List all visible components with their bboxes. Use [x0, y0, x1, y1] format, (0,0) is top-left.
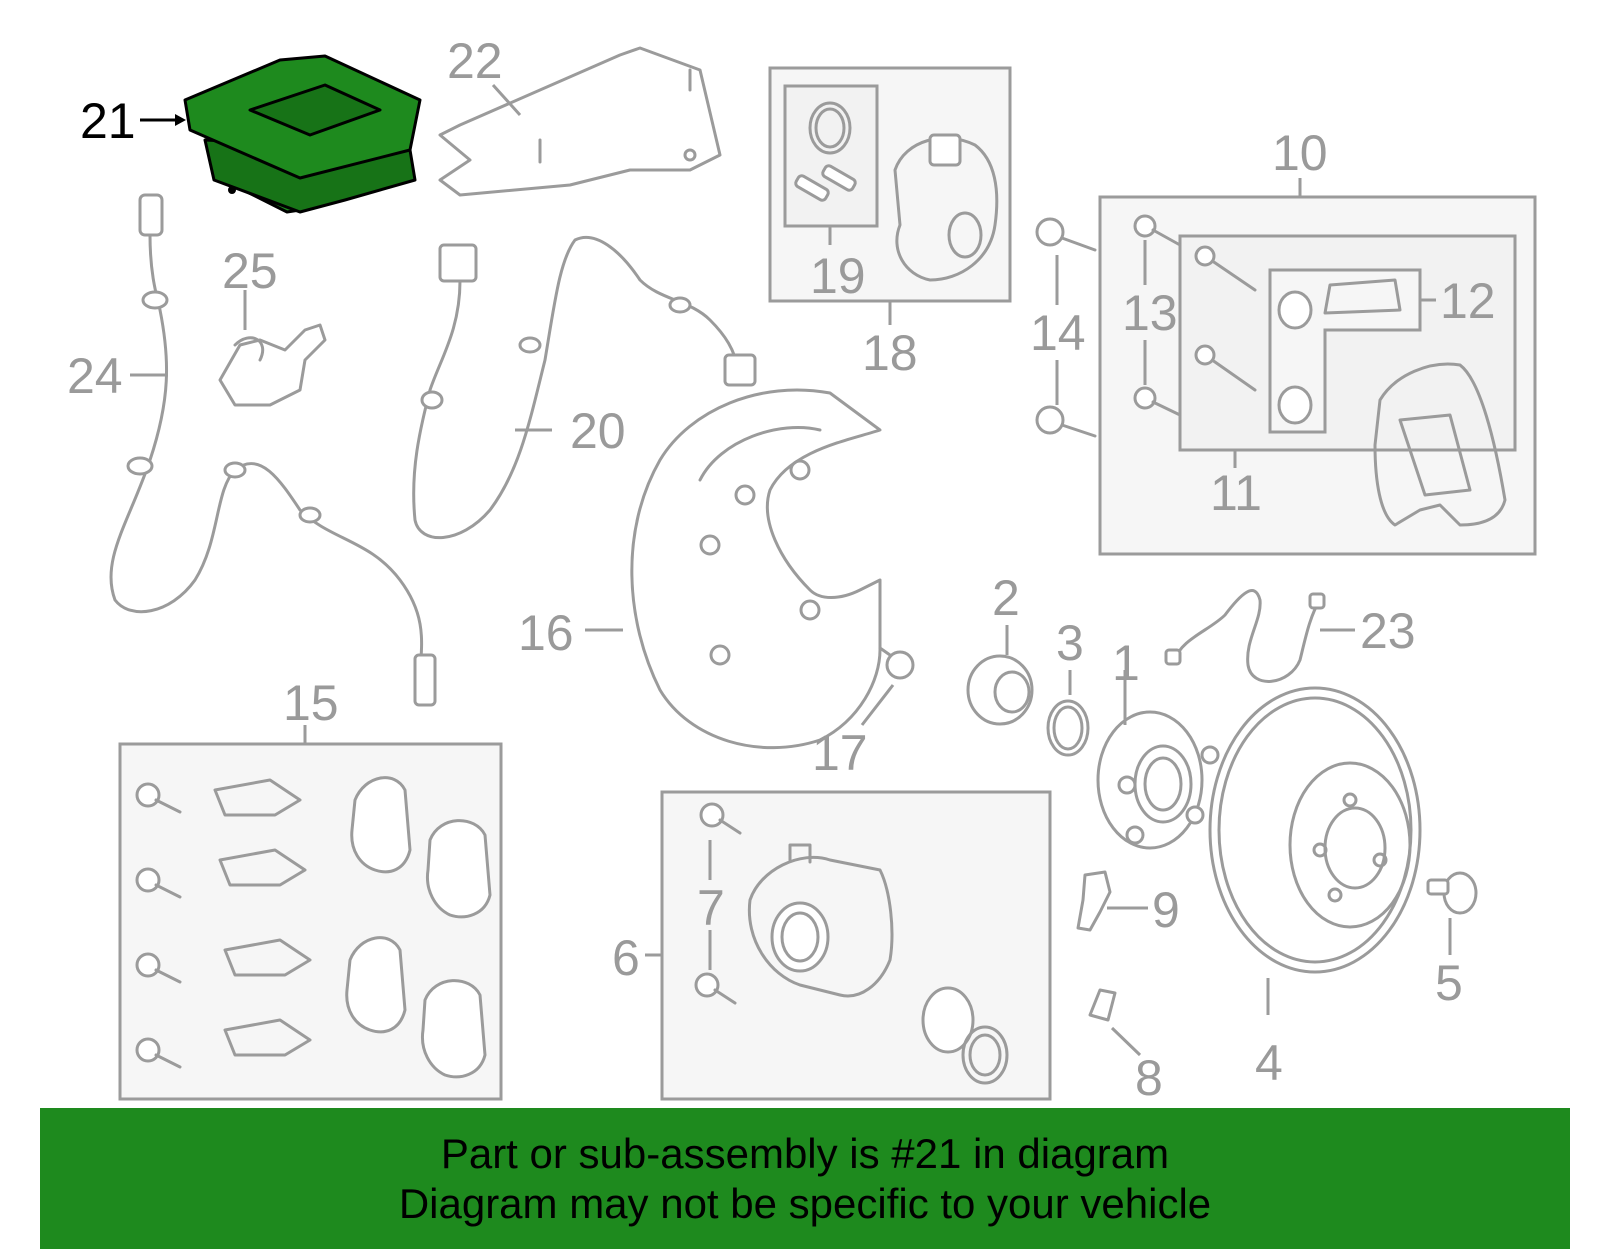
part-22-bracket[interactable]	[438, 46, 722, 197]
part-8-clip[interactable]	[1088, 988, 1117, 1022]
exploded-parts-diagram: 21 22 25 24 20 19 18 10 12 13 14 11 16 1…	[67, 33, 1537, 1106]
callout-21: 21	[80, 93, 136, 149]
part-4-brake-rotor[interactable]	[1208, 686, 1422, 974]
callout-14: 14	[1030, 305, 1086, 361]
part-10-caliper-bracket[interactable]	[1373, 362, 1507, 527]
callout-16: 16	[518, 605, 574, 661]
callout-23: 23	[1360, 603, 1416, 659]
part-21-control-module[interactable]	[183, 54, 422, 214]
leader-22	[491, 83, 522, 117]
callout-12: 12	[1440, 273, 1496, 329]
callout-19: 19	[810, 248, 866, 304]
callout-1: 1	[1112, 635, 1140, 691]
callout-11: 11	[1210, 465, 1262, 521]
part-19-seal-kit[interactable]	[794, 101, 857, 202]
callout-22: 22	[447, 33, 503, 89]
callout-4: 4	[1255, 1035, 1283, 1091]
part-13-bolts[interactable]	[1133, 214, 1182, 417]
banner-line-part-info: Part or sub-assembly is #21 in diagram	[440, 1129, 1170, 1177]
leader-17	[860, 684, 895, 726]
part-15-brake-pad-kit[interactable]	[135, 776, 492, 1079]
part-18-caliper-actuator[interactable]	[893, 133, 999, 282]
part-6-brake-caliper[interactable]	[747, 843, 1009, 1085]
callout-8: 8	[1135, 1050, 1163, 1106]
part-2-wheel-bearing[interactable]	[966, 654, 1034, 726]
part-17-bolt[interactable]	[878, 646, 915, 680]
callout-5: 5	[1435, 955, 1463, 1011]
part-9-bracket[interactable]	[1076, 870, 1112, 932]
callout-3: 3	[1056, 615, 1084, 671]
leader-8	[1110, 1026, 1142, 1057]
callout-20: 20	[570, 403, 626, 459]
group-box-11	[1178, 234, 1517, 452]
callout-15: 15	[283, 675, 339, 731]
leader-21	[140, 114, 186, 126]
info-banner: Part or sub-assembly is #21 in diagram D…	[40, 1108, 1570, 1249]
part-3-snap-ring[interactable]	[1046, 699, 1090, 757]
callout-9: 9	[1152, 882, 1180, 938]
callout-7: 7	[697, 880, 725, 936]
callout-2: 2	[992, 570, 1020, 626]
part-25-clip[interactable]	[218, 323, 327, 407]
part-5-stud[interactable]	[1426, 871, 1478, 915]
callout-13: 13	[1122, 285, 1178, 341]
callout-25: 25	[222, 243, 278, 299]
part-23-brake-hose[interactable]	[1164, 589, 1326, 683]
callout-24: 24	[67, 348, 123, 404]
group-box-19	[783, 84, 879, 228]
callout-18: 18	[862, 325, 918, 381]
part-1-wheel-hub[interactable]	[1096, 710, 1220, 850]
part-24-sensor-harness[interactable]	[109, 193, 437, 707]
group-box-6	[660, 790, 1052, 1101]
banner-line-disclaimer: Diagram may not be specific to your vehi…	[398, 1179, 1212, 1227]
part-11-guide-pins[interactable]	[1194, 245, 1257, 392]
part-16-dust-shield[interactable]	[630, 388, 882, 750]
callout-17: 17	[812, 725, 868, 781]
part-14-bolts[interactable]	[1035, 217, 1097, 438]
callout-10: 10	[1272, 125, 1328, 181]
part-7-bolts[interactable]	[694, 802, 742, 1005]
callout-6: 6	[612, 930, 640, 986]
part-20-sensor-harness[interactable]	[412, 235, 757, 540]
part-12-pad-clip[interactable]	[1277, 278, 1402, 425]
